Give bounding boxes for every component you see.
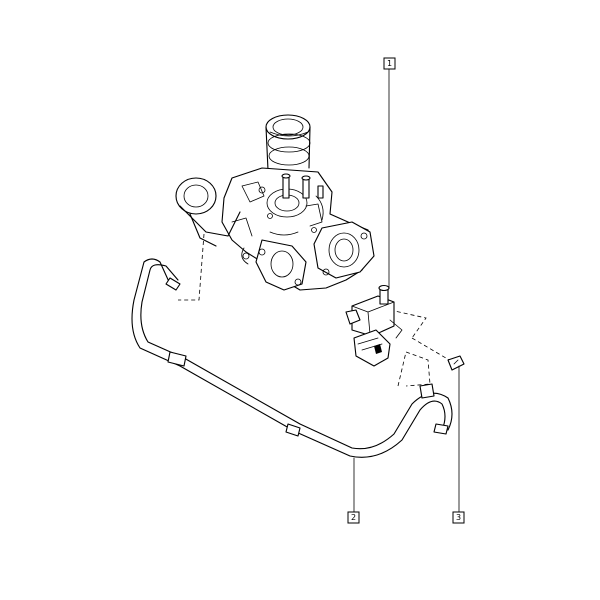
screw xyxy=(447,355,465,371)
solenoid-valve xyxy=(345,284,403,367)
callout-3: 3 xyxy=(452,511,465,524)
callout-2: 2 xyxy=(347,511,360,524)
callout-3-label: 3 xyxy=(456,513,461,522)
hose-assembly xyxy=(131,258,453,458)
callout-1: 1 xyxy=(383,57,396,70)
callout-2-label: 2 xyxy=(351,513,356,522)
throttle-body-assembly xyxy=(175,114,375,291)
callout-1-label: 1 xyxy=(387,59,392,68)
callout-leaders xyxy=(353,65,460,519)
